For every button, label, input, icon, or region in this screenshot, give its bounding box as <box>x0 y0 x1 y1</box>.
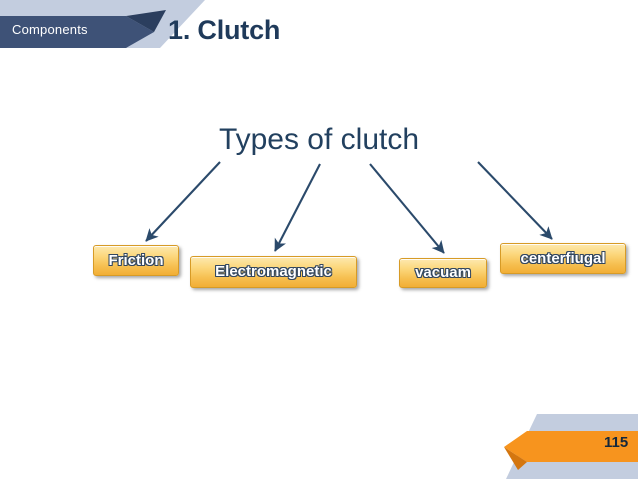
page-title: 1. Clutch <box>168 15 281 45</box>
header-ribbon-label: Components <box>12 22 88 37</box>
page-number: 115 <box>604 434 629 451</box>
footer-banner <box>504 414 638 479</box>
footer-ribbon-fold-shape <box>504 447 527 470</box>
connector-arrow-2 <box>274 163 321 252</box>
clutch-type-node[interactable]: Friction <box>93 245 179 276</box>
clutch-type-node[interactable]: vacuam <box>399 258 487 288</box>
clutch-type-node[interactable]: centerfiugal <box>500 243 626 274</box>
header-banner <box>0 0 205 48</box>
footer-ribbon-shape <box>504 431 638 462</box>
clutch-type-label: vacuam <box>415 264 471 281</box>
clutch-type-label: Electromagnetic <box>215 263 332 280</box>
header-ribbon-shape <box>0 16 154 48</box>
clutch-type-node[interactable]: Electromagnetic <box>190 256 357 288</box>
clutch-type-label: centerfiugal <box>520 249 606 267</box>
header-ribbon-fold-shape <box>126 10 166 32</box>
connector-arrow-3 <box>369 163 445 254</box>
clutch-type-label: Friction <box>108 251 164 269</box>
connector-arrow-4 <box>477 161 553 240</box>
connector-arrow-1 <box>145 161 221 242</box>
section-heading: Types of clutch <box>218 123 420 156</box>
